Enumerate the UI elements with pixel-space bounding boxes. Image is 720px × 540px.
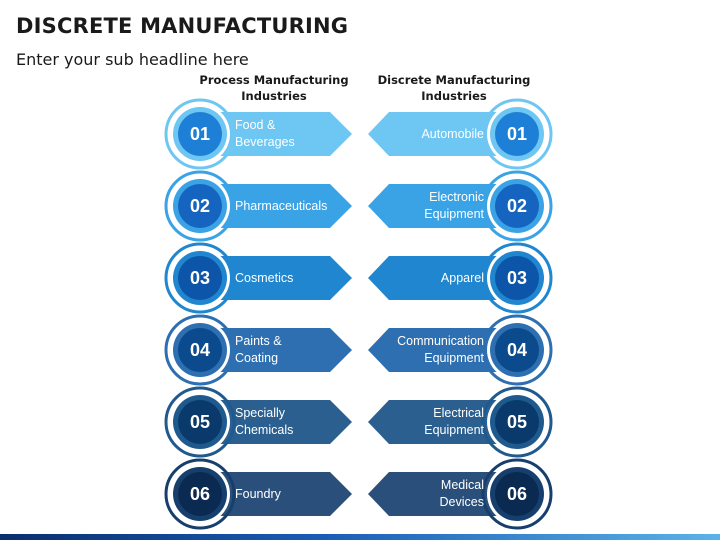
page-title: DISCRETE MANUFACTURING <box>16 14 349 38</box>
right-outer-ring <box>481 242 553 314</box>
left-arrow-shape <box>200 400 352 444</box>
row-06 <box>164 458 553 530</box>
left-outer-ring <box>164 170 236 242</box>
right-outer-ring <box>481 314 553 386</box>
left-arrow-shape <box>200 256 352 300</box>
discrete-industry-label: Automobile <box>421 126 484 141</box>
footer-bar <box>0 534 720 540</box>
left-outer-ring <box>164 386 236 458</box>
discrete-industry-label: Medical Devices <box>439 478 484 509</box>
left-row-number: 03 <box>189 268 211 288</box>
discrete-industry-label: Electrical Equipment <box>424 406 484 437</box>
row-01 <box>164 98 553 170</box>
process-industry-label: Specially Chemicals <box>235 406 294 437</box>
page-subtitle: Enter your sub headline here <box>16 50 249 69</box>
discrete-industry-label: Apparel <box>440 270 484 285</box>
left-number-disc <box>178 472 222 516</box>
row-02 <box>164 170 553 242</box>
left-number-disc <box>178 328 222 372</box>
right-number-disc <box>495 400 539 444</box>
left-outer-ring <box>164 242 236 314</box>
left-number-disc <box>178 184 222 228</box>
left-outer-ring <box>164 98 236 170</box>
right-column-heading: Discrete Manufacturing Industries <box>377 73 531 103</box>
row-03 <box>164 242 553 314</box>
process-industry-label: Paints & Coating <box>235 334 282 365</box>
left-row-number: 01 <box>189 124 211 144</box>
left-row-number: 04 <box>189 340 211 360</box>
left-arrow-shape <box>200 328 352 372</box>
right-arrow-shape <box>368 328 517 372</box>
left-arrow-shape <box>200 112 352 156</box>
left-number-disc <box>178 400 222 444</box>
row-05 <box>164 386 553 458</box>
right-row-number: 05 <box>506 412 528 432</box>
row-04 <box>164 314 553 386</box>
discrete-industry-label: Communication Equipment <box>397 334 484 365</box>
left-outer-ring <box>164 458 236 530</box>
left-arrow-shape <box>200 472 352 516</box>
right-number-disc <box>495 112 539 156</box>
left-number-disc <box>178 112 222 156</box>
right-arrow-shape <box>368 400 517 444</box>
right-outer-ring <box>481 170 553 242</box>
right-row-number: 01 <box>506 124 528 144</box>
right-arrow-shape <box>368 184 517 228</box>
right-number-disc <box>495 328 539 372</box>
left-row-number: 02 <box>189 196 211 216</box>
left-row-number: 06 <box>189 484 211 504</box>
right-row-number: 06 <box>506 484 528 504</box>
left-outer-ring <box>164 314 236 386</box>
right-outer-ring <box>481 458 553 530</box>
left-row-number: 05 <box>189 412 211 432</box>
process-industry-label: Food & Beverages <box>235 118 295 149</box>
right-outer-ring <box>481 386 553 458</box>
right-number-disc <box>495 472 539 516</box>
left-arrow-shape <box>200 184 352 228</box>
right-row-number: 02 <box>506 196 528 216</box>
right-arrow-shape <box>368 472 517 516</box>
process-industry-label: Pharmaceuticals <box>235 198 328 213</box>
right-row-number: 04 <box>506 340 528 360</box>
right-arrow-shape <box>368 112 517 156</box>
right-number-disc <box>495 184 539 228</box>
process-industry-label: Cosmetics <box>235 270 294 285</box>
right-row-number: 03 <box>506 268 528 288</box>
left-number-disc <box>178 256 222 300</box>
right-outer-ring <box>481 98 553 170</box>
right-number-disc <box>495 256 539 300</box>
left-column-heading: Process Manufacturing Industries <box>199 73 349 103</box>
right-arrow-shape <box>368 256 517 300</box>
discrete-industry-label: Electronic Equipment <box>424 190 484 221</box>
process-industry-label: Foundry <box>235 486 281 501</box>
